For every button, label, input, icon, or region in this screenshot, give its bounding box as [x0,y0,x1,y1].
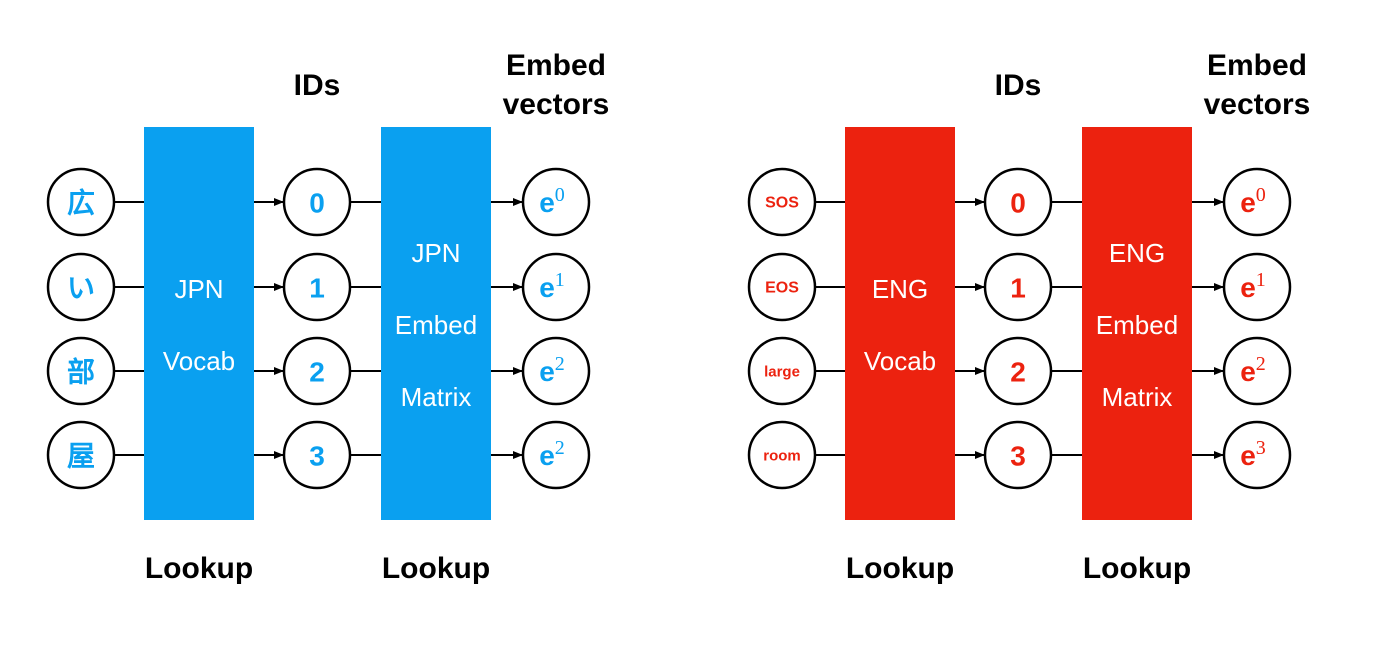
embed-matrix-block [1082,127,1192,520]
vector-superscript: 2 [1256,353,1266,375]
vector-label: e2 [539,437,565,471]
vector-node [1222,252,1292,322]
vector-node [521,336,591,406]
token-label: い [67,273,95,304]
vector-base: e [539,272,555,303]
token-node [747,252,817,322]
id-label: 0 [309,188,325,219]
vocab-block [845,127,955,520]
id-node [282,420,352,490]
vector-label: e3 [1240,437,1266,471]
vocab-block [144,127,254,520]
vector-node [521,167,591,237]
vector-node [1222,336,1292,406]
token-node [747,167,817,237]
id-label: 1 [1010,273,1026,304]
footer-lookup-embed: Lookup [1083,552,1191,585]
vector-label: e0 [539,184,565,218]
id-node [282,336,352,406]
vector-label: e1 [539,269,565,303]
token-label: 広 [67,188,95,219]
id-label: 0 [1010,188,1026,219]
header-ids: IDs [294,69,341,102]
id-node [282,252,352,322]
embed-block-label: Embed [1096,310,1178,340]
vector-label: e1 [1240,269,1266,303]
vector-superscript: 0 [555,184,565,206]
embed-block-label: Matrix [1102,382,1173,412]
vector-superscript: 0 [1256,184,1266,206]
vector-base: e [1240,440,1256,471]
vector-base: e [539,356,555,387]
embed-block-label: ENG [1109,238,1165,268]
embed-block-label: Embed [395,310,477,340]
token-node [747,336,817,406]
id-node [983,336,1053,406]
token-node [46,336,116,406]
token-label: room [763,448,801,465]
vector-superscript: 3 [1256,437,1266,459]
footer-lookup-vocab: Lookup [846,552,954,585]
token-node [46,420,116,490]
vector-label: e0 [1240,184,1266,218]
id-node [282,167,352,237]
id-label: 3 [1010,441,1026,472]
vocab-block-label: Vocab [864,346,936,376]
footer-lookup-embed: Lookup [382,552,490,585]
vector-superscript: 1 [555,269,565,291]
vector-label: e2 [1240,353,1266,387]
footer-lookup-vocab: Lookup [145,552,253,585]
id-label: 3 [309,441,325,472]
header-ids: IDs [995,69,1042,102]
vector-node [1222,420,1292,490]
vocab-block-label: JPN [174,274,223,304]
embed-block-label: JPN [411,238,460,268]
id-label: 2 [309,357,325,388]
token-node [747,420,817,490]
vocab-block-label: ENG [872,274,928,304]
embed-block-label: Matrix [401,382,472,412]
token-label: EOS [765,280,799,297]
vector-base: e [1240,356,1256,387]
vector-superscript: 1 [1256,269,1266,291]
vector-superscript: 2 [555,437,565,459]
id-node [983,252,1053,322]
panel-eng: IDsEmbedvectorsENGVocabENGEmbedMatrixSOS… [747,49,1311,585]
header-vectors: vectors [1204,88,1311,121]
id-node [983,420,1053,490]
id-node [983,167,1053,237]
vector-base: e [539,187,555,218]
vector-node [521,252,591,322]
vector-node [521,420,591,490]
token-label: large [764,364,800,381]
vector-node [1222,167,1292,237]
header-vectors: vectors [503,88,610,121]
header-embed: Embed [1207,49,1307,82]
id-label: 1 [309,273,325,304]
vector-superscript: 2 [555,353,565,375]
token-label: 屋 [67,441,95,472]
vector-base: e [539,440,555,471]
header-embed: Embed [506,49,606,82]
embed-matrix-block [381,127,491,520]
token-node [46,252,116,322]
vector-base: e [1240,272,1256,303]
token-label: SOS [765,195,799,212]
token-label: 部 [67,357,95,388]
id-label: 2 [1010,357,1026,388]
vector-base: e [1240,187,1256,218]
vocab-block-label: Vocab [163,346,235,376]
token-node [46,167,116,237]
vector-label: e2 [539,353,565,387]
